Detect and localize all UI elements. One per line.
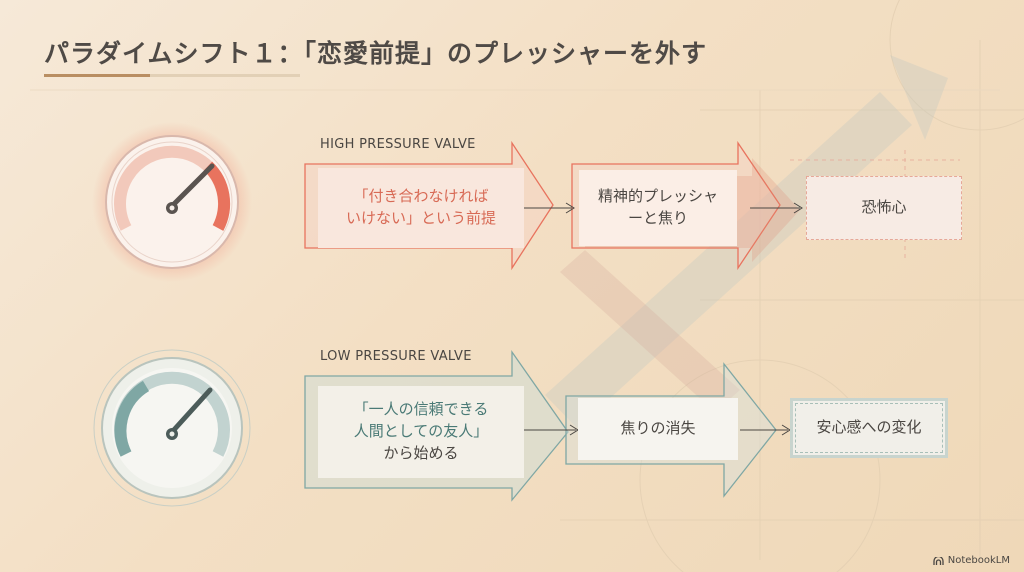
pressure-gauge-icon: [93, 349, 251, 507]
notebooklm-brand: NotebookLM: [933, 555, 1010, 566]
background-grid: [30, 0, 1024, 572]
low-step-relief-text: 焦りの消失: [620, 419, 696, 438]
brand-label: NotebookLM: [947, 555, 1010, 566]
pressure-gauge-icon: [92, 122, 252, 282]
high-pressure-label: HIGH PRESSURE VALVE: [320, 137, 476, 152]
low-step-friend: 「一人の信頼できる 人間としての友人」 から始める: [318, 386, 524, 478]
title-underline: [44, 74, 300, 77]
page-title: パラダイムシフト１：「恋愛前提」のプレッシャーを外す: [44, 39, 708, 68]
low-step-security: 安心感への変化: [790, 398, 948, 458]
high-step-pressure-text: 精神的プレッシャ ーと焦り: [597, 187, 718, 227]
low-pressure-label: LOW PRESSURE VALVE: [320, 349, 472, 364]
low-step-security-text: 安心感への変化: [816, 418, 922, 437]
high-step-premise-text: 「付き合わなければ いけない」という前提: [345, 187, 496, 227]
low-step-start-text: から始める: [383, 443, 459, 462]
high-step-fear-text: 恐怖心: [861, 198, 907, 217]
high-step-fear: 恐怖心: [806, 176, 962, 240]
notebooklm-logo-icon: [933, 556, 944, 565]
low-step-relief: 焦りの消失: [578, 398, 738, 460]
high-step-pressure: 精神的プレッシャ ーと焦り: [579, 170, 737, 246]
high-connectors: [524, 202, 803, 214]
high-step-premise: 「付き合わなければ いけない」という前提: [318, 168, 524, 248]
low-step-friend-text: 「一人の信頼できる 人間としての友人」: [353, 400, 489, 441]
title-underline-accent: [44, 74, 150, 77]
cross-arrow: [560, 250, 740, 412]
